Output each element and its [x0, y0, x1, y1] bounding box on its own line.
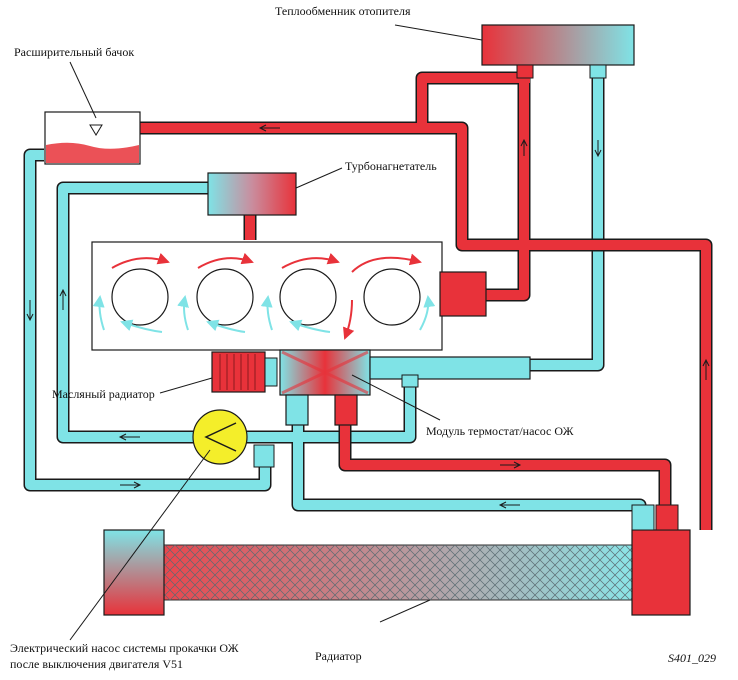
pump-label-line2: после выключения двигателя V51	[10, 657, 183, 671]
radiator	[103, 504, 691, 616]
engine-block	[91, 241, 443, 351]
figure-code: S401_029	[668, 651, 716, 665]
leader-lines	[69, 24, 483, 641]
thermostat-module-label: Модуль термостат/насос ОЖ	[426, 424, 574, 438]
engine-outlet-block	[439, 271, 487, 317]
expansion-tank-label: Расширительный бачок	[14, 45, 134, 59]
oil-cooler-label: Масляный радиатор	[52, 387, 155, 401]
flow-arrows	[26, 124, 710, 509]
turbocharger	[207, 172, 297, 216]
pump-label-line1: Электрический насос системы прокачки ОЖ	[10, 641, 239, 655]
cold-coolant-pipes	[23, 65, 647, 530]
heater-core	[481, 24, 635, 79]
radiator-label: Радиатор	[315, 649, 362, 663]
turbocharger-label: Турбонагнетатель	[345, 159, 437, 173]
heater-label: Теплообменник отопителя	[275, 4, 411, 18]
expansion-tank	[44, 111, 141, 165]
thermostat-pump-module	[279, 349, 531, 426]
oil-cooler	[211, 351, 278, 393]
electric-pump-v51	[192, 409, 275, 468]
